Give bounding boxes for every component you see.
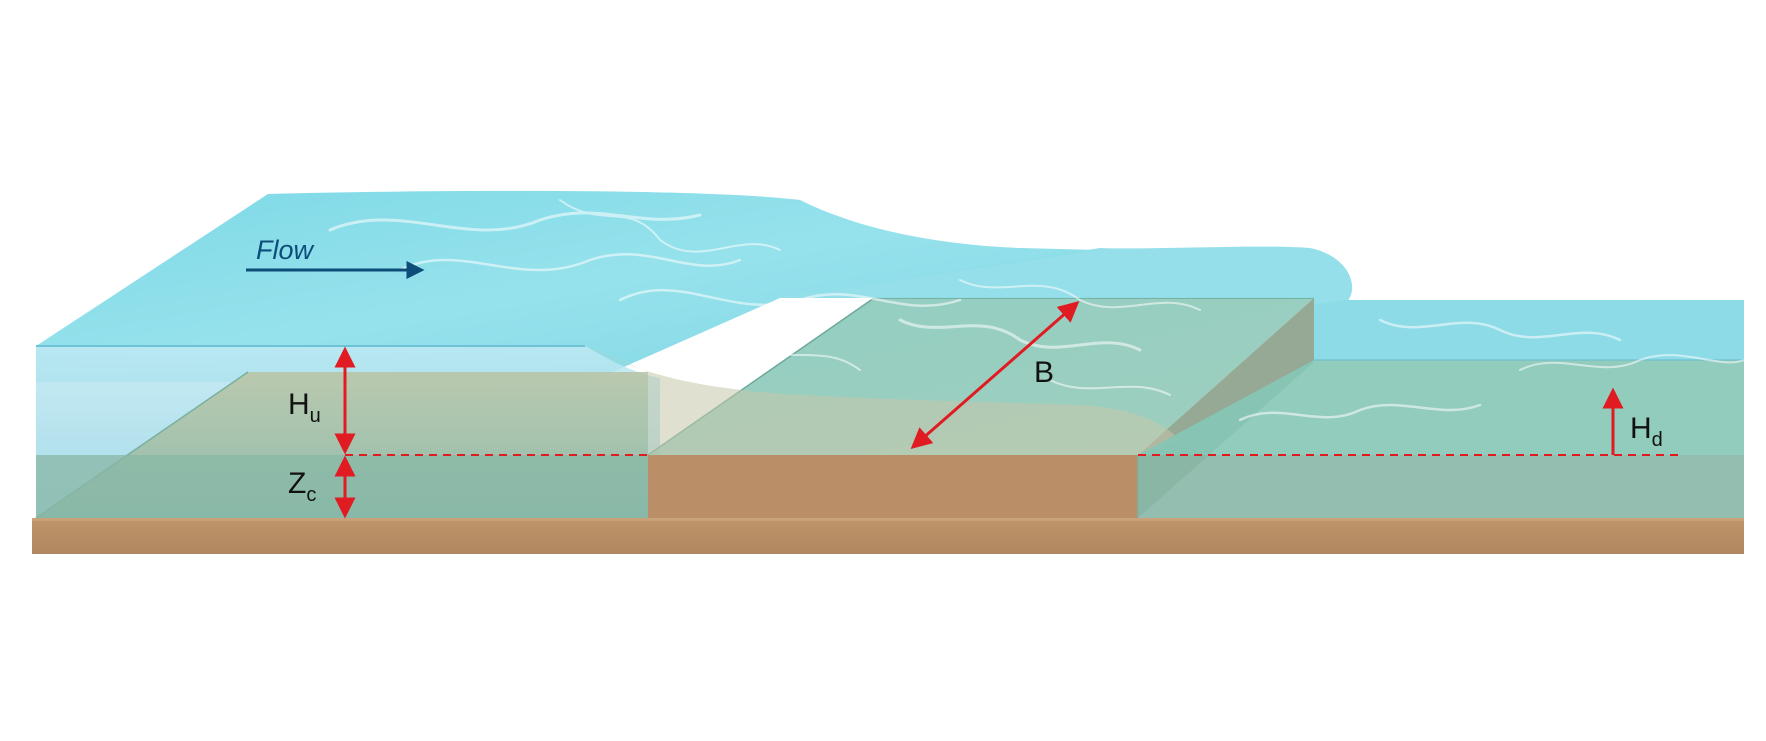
crest-height-label: Zc (288, 467, 316, 506)
channel-floor (32, 518, 1744, 554)
weir-width-dimension: B (910, 301, 1080, 449)
downstream-head-label: Hd (1630, 412, 1663, 451)
crest-height-dimension: Zc (288, 455, 356, 519)
upstream-head-label: Hu (288, 388, 321, 427)
weir-width-label: B (1034, 356, 1054, 389)
downstream-water (1137, 300, 1744, 518)
downstream-head-dimension: Hd (1602, 387, 1663, 455)
upstream-head-dimension: Hu (288, 346, 356, 455)
flow-label: Flow (256, 235, 315, 265)
flow-indicator: Flow (246, 235, 425, 279)
double-headed-arrow-icon (910, 301, 1080, 449)
